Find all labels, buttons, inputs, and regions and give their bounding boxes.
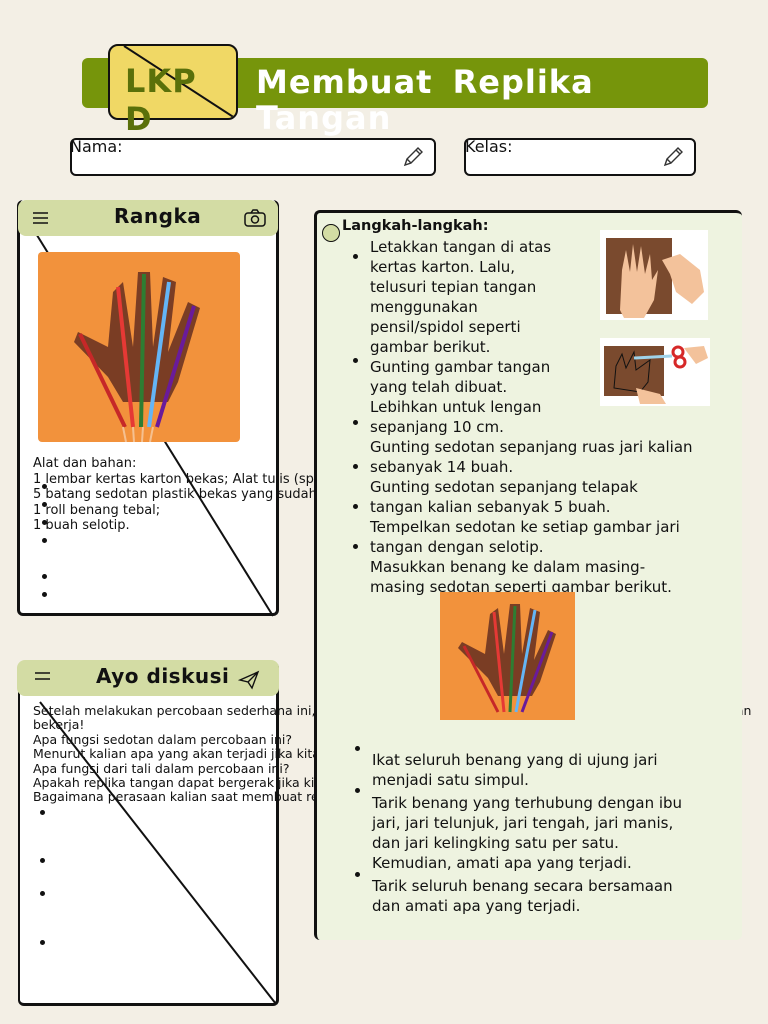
menu-icon[interactable] [34,670,52,682]
bullet [42,574,47,579]
page-title: Membuat Replika Tangan [256,63,594,137]
diskusi-title: Ayo diskusi [96,664,230,688]
badge-label: LKPD [125,62,197,138]
tracing-hand-photo [600,230,708,320]
rangka-header [18,200,278,236]
step-1: Letakkan tangan di atas kertas karton. L… [370,238,552,356]
menu-icon[interactable] [32,210,50,226]
hand-replica-strings-photo [440,592,575,720]
badge-slash-decoration [123,46,236,118]
step-7: Ikat seluruh benang yang di ujung jari m… [372,751,658,789]
bullet [40,858,45,863]
bullet [40,940,45,945]
bullet [42,520,47,525]
bullet [355,746,360,751]
cutting-hand-photo [600,338,710,406]
langkah-marker [322,224,340,242]
step-5: Tempelkan sedotan ke setiap gambar jari … [370,518,680,556]
bullet [353,358,358,363]
bullet [353,254,358,259]
bullet [42,484,47,489]
step-3: Gunting sedotan sepanjang ruas jari kali… [370,438,693,476]
bullet [353,464,358,469]
step-2: Gunting gambar tangan yang telah dibuat.… [370,358,551,436]
nama-input[interactable] [70,138,436,176]
hand-replica-image [38,252,240,442]
bullet [42,502,47,507]
diskusi-card [18,662,279,1006]
bullet [42,592,47,597]
bullet [353,504,358,509]
card-slash-decoration [39,701,277,1005]
bullet [355,788,360,793]
step-9: Tarik seluruh benang secara bersamaan da… [372,877,673,915]
bullet [40,810,45,815]
bullet [42,538,47,543]
kelas-label: Kelas: [465,137,513,156]
badge-box [108,44,238,120]
pencil-icon[interactable] [402,146,424,168]
step-4: Gunting sedotan sepanjang telapak tangan… [370,478,638,516]
send-icon[interactable] [238,670,260,690]
kelas-input[interactable] [464,138,696,176]
bullet [353,420,358,425]
bullet [355,872,360,877]
bullet [40,891,45,896]
step-6: Masukkan benang ke dalam masing- masing … [370,558,672,596]
langkah-card [314,210,742,940]
rangka-title: Rangka [114,204,202,228]
diskusi-header [17,660,279,696]
camera-icon[interactable] [243,208,267,228]
step-8: Tarik benang yang terhubung dengan ibu j… [372,794,683,872]
bullet [353,544,358,549]
pencil-icon[interactable] [662,146,684,168]
nama-label: Nama: [70,137,123,156]
langkah-title: Langkah-langkah: [342,218,489,234]
